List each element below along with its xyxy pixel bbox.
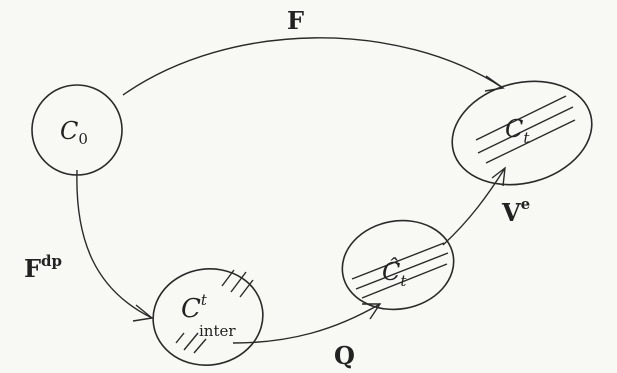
node-current-hatching [475, 95, 576, 164]
node-hat-configuration [341, 219, 455, 311]
edge-label-Ve-main: V [501, 198, 521, 227]
label-initial-symbol: C [60, 117, 78, 145]
edge-label-Fdp: Fdp [24, 252, 62, 283]
label-current-subscript: t [523, 129, 530, 147]
edge-label-Ve-superscript: e [521, 195, 531, 213]
label-initial-subscript: 0 [78, 130, 88, 148]
label-intermediate-superscript: t [201, 291, 208, 309]
node-intermediate-hatching [175, 269, 254, 354]
edge-label-Fdp-superscript: dp [41, 252, 62, 270]
node-initial-configuration [31, 84, 123, 176]
label-hat-subscript: t [400, 272, 407, 290]
edge-label-Ve: Ve [501, 195, 530, 227]
edge-label-Fdp-main: F [24, 254, 41, 283]
label-initial: C0 [60, 117, 88, 148]
label-current-symbol: C [505, 115, 523, 143]
label-current: Ct [505, 115, 530, 147]
label-intermediate-subscript: inter [199, 322, 236, 340]
edge-F-arrow [122, 37, 504, 96]
edge-Ve-arrowhead [491, 166, 506, 187]
node-intermediate-configuration [152, 268, 264, 366]
edge-Q-arrow [232, 303, 381, 344]
label-intermediate-symbol: C [181, 294, 201, 324]
edge-label-Q: Q [334, 341, 355, 370]
edge-Ve-arrow [442, 167, 506, 246]
label-hat-symbol: Ĉ [382, 257, 400, 286]
edge-F-arrowhead [484, 75, 505, 92]
label-intermediate: Ct [181, 291, 208, 324]
label-hat: Ĉt [382, 257, 407, 290]
edge-label-F: F [287, 6, 304, 35]
node-current-configuration [451, 80, 593, 186]
node-hat-hatching [351, 242, 449, 299]
edge-Fdp-arrowhead [132, 304, 154, 322]
edge-Fdp-arrow [76, 169, 153, 319]
